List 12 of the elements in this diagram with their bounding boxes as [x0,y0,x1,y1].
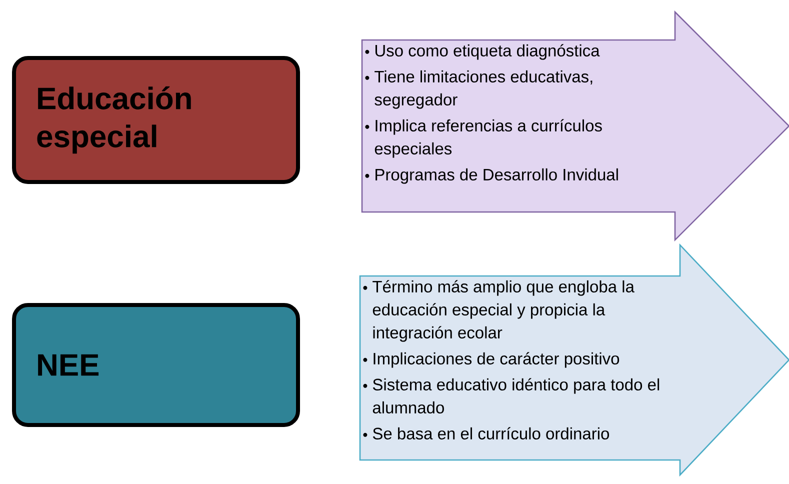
title-box: Educación especial [12,56,300,184]
bullet-text: Sistema educativo idéntico para todo el alumnado [372,378,660,414]
bullet-text: Implica referencias a currículos especiales [374,119,602,158]
title-box: NEE [12,302,300,427]
bullet-text: Uso como etiqueta diagnóstica [375,44,600,60]
arrow-box [361,10,789,242]
bullet-text: Se basa en el currículo ordinario [372,427,609,440]
bullet-text: Tiene limitaciones educativas, segregador [374,70,592,109]
bullet-text: Término más amplio que engloba la educación especial y propicia la integración ecolar [372,280,634,342]
bullet-text: Programas de Desarrollo Invidual [376,168,618,184]
bullet-text: Implicaciones de carácter positivo [374,352,620,368]
arrow-box [359,243,789,477]
